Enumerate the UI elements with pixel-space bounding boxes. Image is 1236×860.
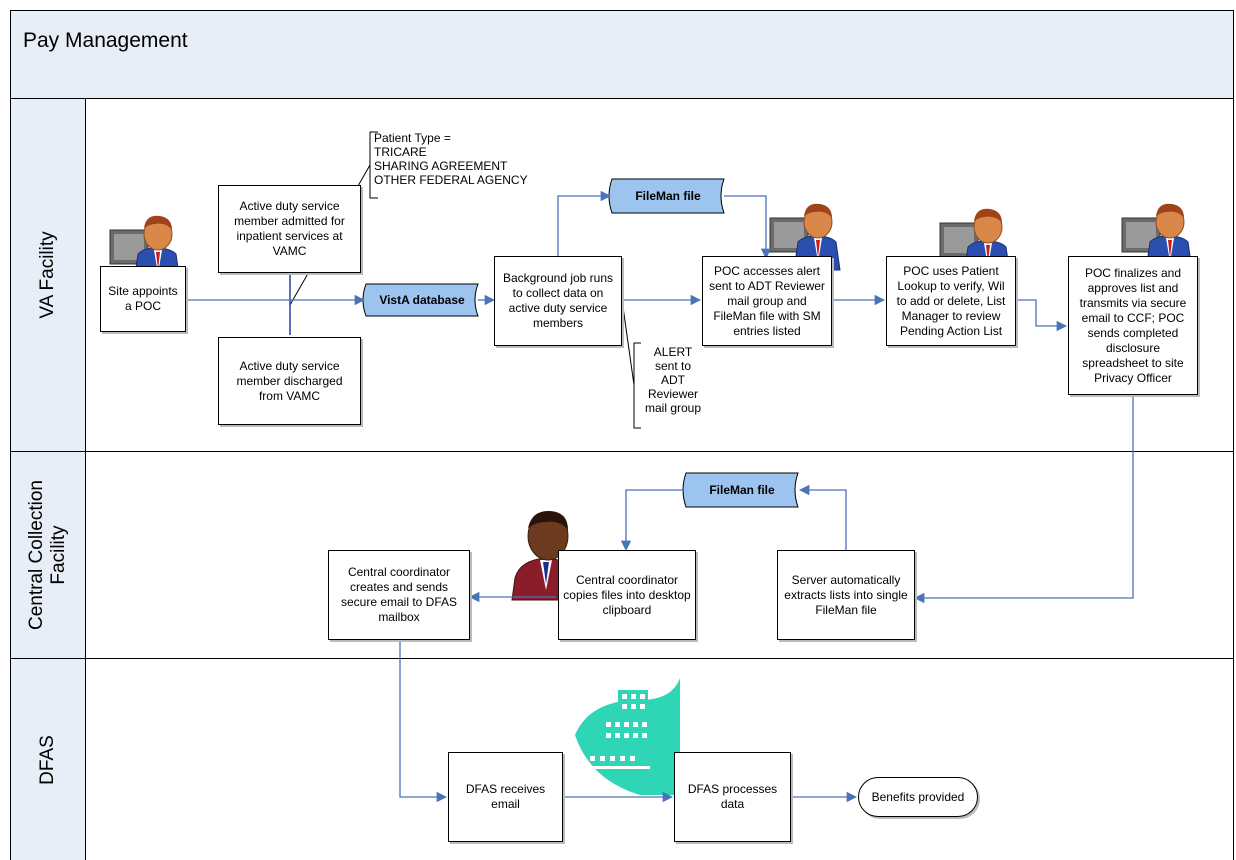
copies-box: Central coordinator copies files into de… (558, 550, 696, 640)
patient-type-line-0: Patient Type = (374, 131, 451, 145)
alert-line-4: mail group (644, 401, 702, 415)
benefits-terminal: Benefits provided (858, 777, 978, 817)
vista-db-label: VistA database (379, 293, 465, 307)
dfas-receives-box: DFAS receives email (448, 752, 563, 842)
diagram-title: Pay Management (23, 29, 188, 52)
flow-connectors (185, 190, 1134, 803)
lane-header-dfas: DFAS (10, 659, 86, 860)
server-box: Server automatically extracts lists into… (777, 550, 915, 640)
patient-type-line-1: TRICARE (374, 145, 427, 159)
lane-header-ccf: Central Collection Facility (10, 452, 86, 659)
building-icon (570, 678, 680, 795)
fileman-top-label: FileMan file (635, 189, 701, 203)
patient-type-note: Patient Type = TRICARE SHARING AGREEMENT… (374, 131, 528, 187)
site-poc-box: Site appoints a POC (100, 266, 186, 332)
alert-line-2: ADT (661, 373, 685, 387)
phase-band (10, 67, 1234, 99)
discharged-box: Active duty service member discharged fr… (218, 337, 361, 425)
poc-lookup-box: POC uses Patient Lookup to verify, Wil t… (886, 256, 1016, 346)
alert-line-3: Reviewer (647, 387, 698, 401)
alert-note: ALERT sent to ADT Reviewer mail group (644, 345, 702, 415)
fileman-top-shape (608, 178, 725, 214)
patient-type-line-3: OTHER FEDERAL AGENCY (374, 173, 528, 187)
dfas-processes-box: DFAS processes data (674, 752, 791, 842)
diagram-title-band: Pay Management (10, 10, 1234, 68)
vista-db-shape (362, 283, 479, 317)
alert-line-0: ALERT (653, 345, 693, 359)
poc-finalize-box: POC finalizes and approves list and tran… (1068, 256, 1198, 395)
poc-access-box: POC accesses alert sent to ADT Reviewer … (702, 256, 832, 346)
patient-type-line-2: SHARING AGREEMENT (374, 159, 508, 173)
fileman-ccf-shape (682, 472, 799, 508)
alert-bracket (633, 342, 641, 429)
background-job-box: Background job runs to collect data on a… (494, 256, 622, 346)
fileman-ccf-label: FileMan file (709, 483, 775, 497)
lane-header-va: VA Facility (10, 99, 86, 452)
creates-box: Central coordinator creates and sends se… (328, 550, 470, 640)
admitted-box: Active duty service member admitted for … (218, 185, 361, 273)
alert-leader (621, 299, 635, 386)
alert-line-1: sent to (654, 359, 692, 373)
